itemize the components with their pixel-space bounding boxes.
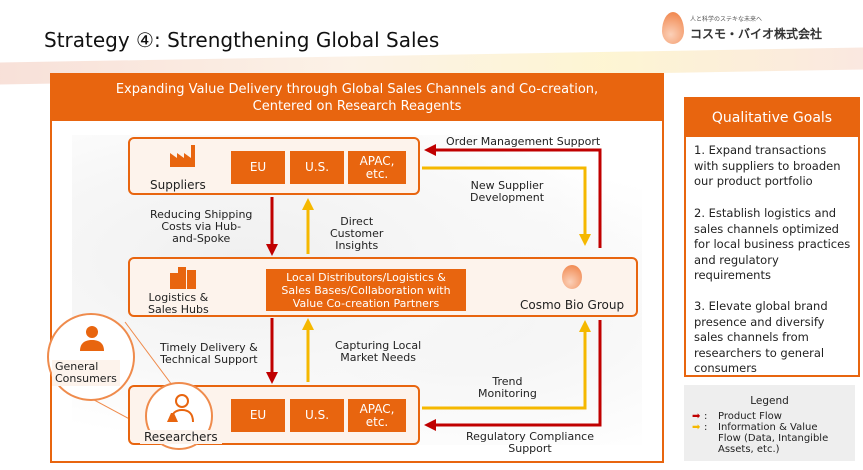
flow-label-reducing: Reducing Shipping Costs via Hub- and-Spo… bbox=[150, 208, 253, 245]
arrow-order-management bbox=[424, 144, 602, 248]
suppliers-label: Suppliers bbox=[150, 178, 206, 192]
company-logo: 人と科学のステキな未来へ コスモ・バイオ株式会社 bbox=[662, 10, 822, 46]
flow-label-new-supplier: New Supplier Development bbox=[470, 179, 545, 204]
goal-item: 1. Expand transactions with suppliers to… bbox=[694, 143, 841, 188]
heading-line-1: Expanding Value Delivery through Global … bbox=[115, 82, 599, 97]
flow-label-trend: Trend Monitoring bbox=[478, 375, 537, 400]
arrow-new-supplier bbox=[422, 166, 591, 246]
local-partners-box: Local Distributors/Logistics & Sales Bas… bbox=[266, 269, 466, 311]
legend-title: Legend bbox=[750, 395, 789, 407]
yellow-arrow-icon: ➡ bbox=[692, 422, 701, 433]
suppliers-box: Suppliers EU U.S. APAC, etc. bbox=[128, 137, 420, 195]
researcher-region-eu: EU bbox=[231, 399, 285, 432]
researcher-icon bbox=[167, 394, 194, 423]
consumers-circle bbox=[47, 313, 135, 401]
supplier-region-apac: APAC, etc. bbox=[348, 151, 406, 184]
legend: Legend ➡ : Product Flow ➡ : Information … bbox=[684, 385, 855, 461]
researcher-region-us: U.S. bbox=[290, 399, 344, 432]
supplier-region-us: U.S. bbox=[290, 151, 344, 184]
diagram-heading: Expanding Value Delivery through Global … bbox=[52, 75, 662, 121]
consumers-label: General Consumers bbox=[52, 360, 120, 386]
legend-sep: : bbox=[704, 422, 708, 433]
logo-tagline: 人と科学のステキな未来へ bbox=[690, 16, 763, 23]
page-title: Strategy ④: Strengthening Global Sales bbox=[44, 28, 440, 52]
flow-label-direct: Direct Customer Insights bbox=[330, 215, 384, 252]
logo-name: コスモ・バイオ株式会社 bbox=[690, 27, 823, 41]
flow-label-order: Order Management Support bbox=[446, 135, 601, 148]
legend-product: Product Flow bbox=[718, 411, 782, 422]
buildings-icon bbox=[170, 267, 196, 289]
hubs-box: Logistics & Sales Hubs Local Distributor… bbox=[128, 257, 638, 317]
arrow-regulatory bbox=[424, 320, 602, 431]
legend-sep: : bbox=[704, 411, 708, 422]
connector-line bbox=[124, 321, 173, 386]
arrow-trend bbox=[422, 320, 591, 410]
researcher-region-apac: APAC, etc. bbox=[348, 399, 406, 432]
cosmo-bio-group-label: Cosmo Bio Group bbox=[520, 298, 625, 312]
goals-title: Qualitative Goals bbox=[686, 99, 858, 137]
red-arrow-icon: ➡ bbox=[692, 411, 701, 422]
flow-label-regulatory: Regulatory Compliance Support bbox=[466, 430, 594, 455]
qualitative-goals-panel: Qualitative Goals 1. Expand transactions… bbox=[684, 97, 860, 377]
flow-label-capturing: Capturing Local Market Needs bbox=[335, 339, 422, 364]
cosmo-bio-logo-icon bbox=[562, 265, 582, 289]
hubs-label: Logistics & Sales Hubs bbox=[148, 291, 209, 316]
person-icon bbox=[80, 326, 104, 351]
researchers-label: Researchers bbox=[140, 430, 222, 444]
goal-item: 3. Elevate global brand presence and div… bbox=[694, 299, 828, 375]
legend-info: Information & Value Flow (Data, Intangib… bbox=[718, 422, 829, 455]
logo-mark-icon bbox=[662, 12, 684, 44]
flow-label-timely: Timely Delivery & Technical Support bbox=[160, 341, 258, 366]
supplier-region-eu: EU bbox=[231, 151, 285, 184]
factory-icon bbox=[170, 145, 195, 167]
goal-item: 2. Establish logistics and sales channel… bbox=[694, 206, 851, 282]
heading-line-2: Centered on Research Reagents bbox=[252, 99, 462, 114]
